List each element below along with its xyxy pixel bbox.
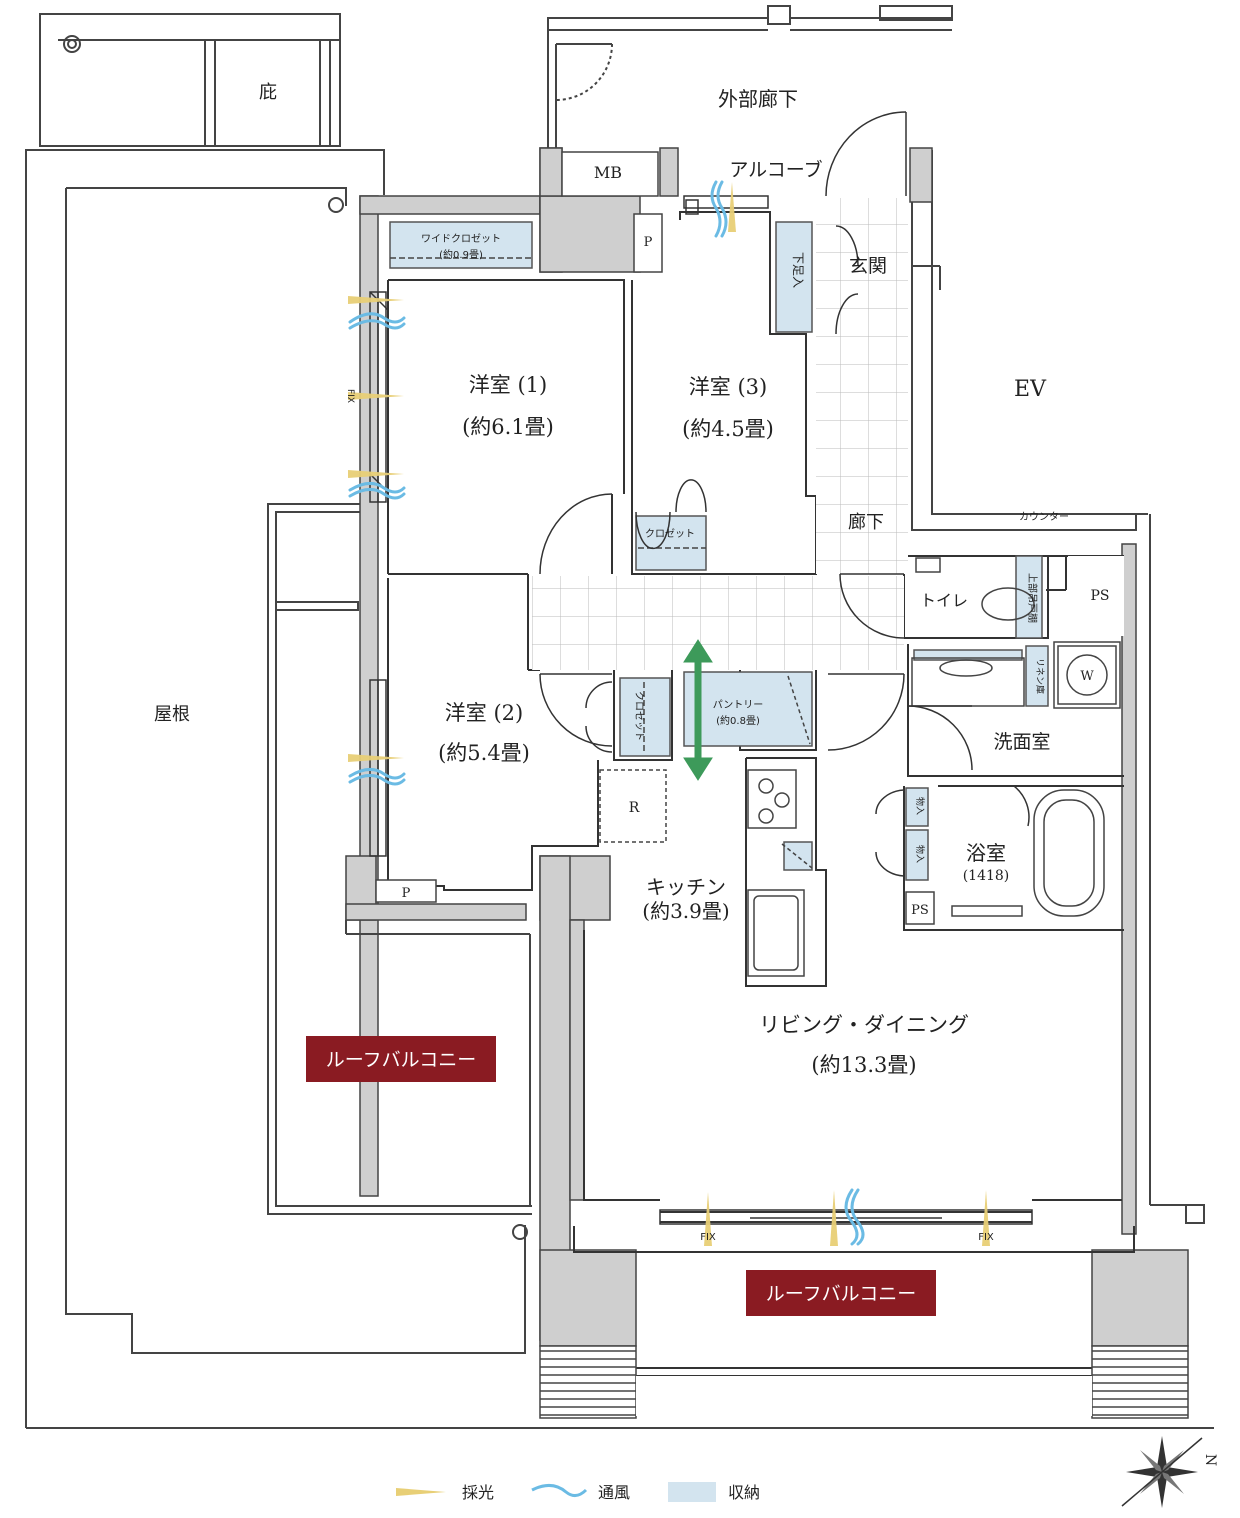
r-label: R — [629, 800, 640, 816]
legend-light-label: 採光 — [462, 1483, 494, 1502]
upper-cabinet-label: 上部吊戸棚 — [1026, 573, 1039, 623]
wide-closet — [389, 221, 533, 269]
wide-closet-label: ワイドクロゼット — [421, 233, 501, 245]
kitchen-name: キッチン — [646, 875, 726, 899]
roof-label: 屋根 — [154, 704, 190, 725]
roof-balcony-text-left: ルーフバルコニー — [326, 1049, 476, 1071]
legend-wind-icon — [531, 1484, 588, 1497]
storage-1 — [905, 787, 929, 827]
ps-label-1: PS — [1090, 588, 1109, 604]
linen-label: リネン庫 — [1034, 658, 1046, 694]
walk-through-arrow — [683, 639, 713, 781]
exterior-walls — [345, 147, 1189, 1347]
washroom-label: 洗面室 — [993, 731, 1050, 753]
bath-label: 浴室 — [966, 841, 1006, 865]
ld-size: (約13.3畳) — [811, 1053, 916, 1077]
w-label: W — [1080, 669, 1094, 684]
entrance-label: 玄関 — [849, 255, 887, 277]
interior-walls — [387, 211, 1135, 1377]
legend-swatches — [396, 1482, 716, 1502]
storage-areas — [389, 221, 1049, 881]
balcony-stairs — [539, 1345, 1189, 1419]
kitchen-storage — [783, 841, 813, 871]
p-label-2: P — [402, 886, 411, 901]
closet-bedroom3 — [635, 515, 707, 571]
storage-2 — [905, 829, 929, 881]
closet-label-2: クロゼット — [633, 691, 645, 741]
doors — [369, 111, 1030, 877]
tiled-floors — [532, 198, 908, 670]
alcove-label: アルコーブ — [729, 158, 822, 181]
legend-wind-label: 通風 — [598, 1483, 630, 1502]
storage-label-1: 物入 — [914, 797, 926, 815]
fix-label-1: FIX — [700, 1232, 716, 1243]
kitchen-size: (約3.9畳) — [642, 899, 729, 923]
closet-label-3: クロゼット — [645, 528, 695, 540]
western3-size: (約4.5畳) — [682, 417, 774, 441]
compass-icon — [1121, 1436, 1203, 1508]
corridor-lines — [547, 5, 1205, 1224]
p-label-1: P — [644, 235, 653, 250]
mb-label: MB — [594, 163, 622, 182]
labels: 庇 外部廊下 MB アルコーブ P 玄関 EV 屋根 廊下 カウンター トイレ … — [154, 82, 1218, 1502]
western2-size: (約5.4畳) — [438, 741, 530, 765]
left-balcony-outline — [267, 503, 532, 1215]
fix-label-3: FIX — [345, 389, 355, 403]
closet-bedroom2 — [619, 677, 671, 757]
legend-storage-icon — [668, 1482, 716, 1502]
counter-label: カウンター — [1019, 511, 1069, 523]
western1-name: 洋室 (1) — [469, 373, 547, 397]
storage-label-2: 物入 — [914, 845, 926, 863]
western3-name: 洋室 (3) — [689, 375, 767, 399]
roof-balcony-badge-left — [306, 1036, 496, 1082]
toilet-label: トイレ — [920, 591, 968, 610]
upper-cabinet — [1015, 555, 1043, 639]
wind-indicators — [348, 180, 865, 1246]
roof-outline — [25, 149, 1214, 1429]
pantry-label: パントリー — [713, 699, 764, 711]
eave-area — [39, 13, 341, 147]
ps-label-2: PS — [911, 903, 929, 918]
bath-size-label: (1418) — [963, 868, 1010, 884]
shoe-closet — [775, 221, 813, 333]
linen-closet — [1025, 645, 1049, 707]
eave-label: 庇 — [259, 82, 277, 103]
fixtures — [375, 151, 1124, 977]
roof-balcony-text-right: ルーフバルコニー — [766, 1283, 916, 1305]
outer-corridor-label: 外部廊下 — [718, 87, 798, 111]
legend-storage-label: 収納 — [728, 1483, 760, 1502]
ld-name: リビング・ダイニング — [759, 1013, 969, 1037]
western1-size: (約6.1畳) — [462, 415, 554, 439]
western2-name: 洋室 (2) — [445, 701, 523, 725]
pantry-size: (約0.8畳) — [716, 714, 760, 727]
hallway-label: 廊下 — [848, 512, 884, 533]
fix-label-2: FIX — [978, 1232, 994, 1243]
shoe-closet-label: 下足入 — [791, 252, 805, 288]
compass-label: N — [1202, 1454, 1218, 1466]
wide-closet-size: (約0.9畳) — [439, 248, 483, 261]
legend-light-icon — [396, 1488, 446, 1496]
light-indicators — [348, 182, 990, 1246]
ev-label: EV — [1014, 377, 1047, 402]
roof-balcony-badge-right — [746, 1270, 936, 1316]
